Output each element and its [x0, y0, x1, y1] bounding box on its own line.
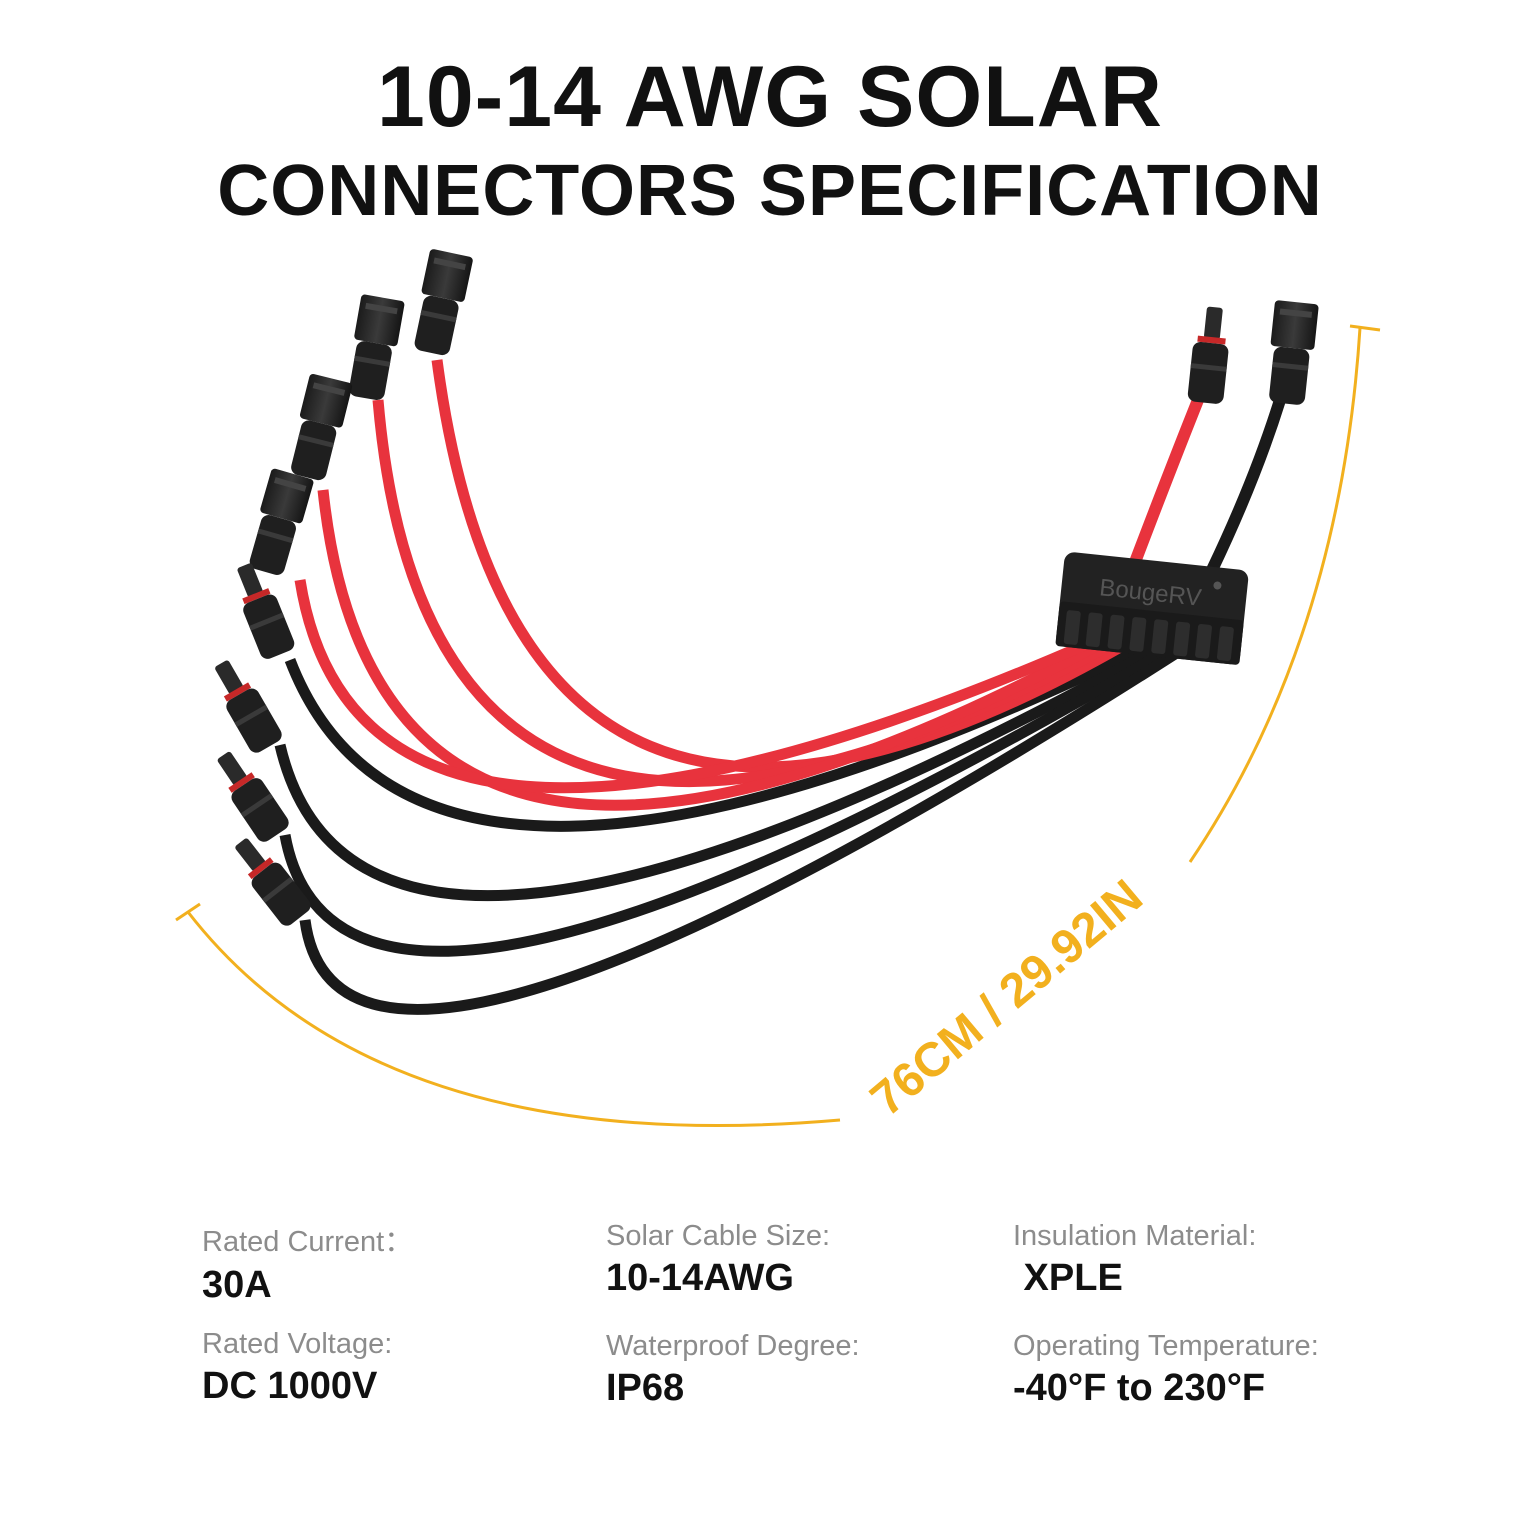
cable-illustration: 76CM / 29.92IN BougeRV — [175, 249, 1381, 1128]
dimension-tick-right — [1349, 324, 1381, 332]
female-connector-1 — [414, 249, 473, 356]
output-male-connector — [1187, 306, 1229, 404]
spec-rated-current: Rated Current： 30A — [202, 1218, 413, 1307]
male-connector-1 — [237, 563, 295, 659]
spec-label: Operating Temperature: — [1013, 1330, 1319, 1362]
spec-label: Rated Voltage: — [202, 1328, 393, 1360]
spec-label: Insulation Material: — [1013, 1220, 1257, 1252]
dimension-arc-lower — [186, 911, 841, 1128]
female-connector-2 — [349, 294, 405, 401]
dimension-label: 76CM / 29.92IN — [861, 870, 1153, 1127]
spec-label: Solar Cable Size: — [606, 1220, 831, 1252]
red-cable-3 — [317, 489, 1101, 811]
spec-waterproof-degree: Waterproof Degree: IP68 — [606, 1330, 860, 1410]
spec-solar-cable-size: Solar Cable Size: 10-14AWG — [606, 1220, 830, 1300]
black-output-cable — [1206, 398, 1286, 573]
spec-insulation-material: Insulation Material: XPLE — [1013, 1220, 1256, 1300]
title-line-1: 10-14 AWG SOLAR — [377, 49, 1163, 145]
spec-label: Waterproof Degree: — [606, 1330, 860, 1362]
dimension-tick-left — [175, 902, 201, 922]
red-cable-4 — [294, 579, 1088, 794]
dimension-arc-upper — [1188, 327, 1362, 863]
spec-value: DC 1000V — [202, 1365, 378, 1407]
male-connector-4 — [235, 838, 311, 926]
title-line-2: CONNECTORS SPECIFICATION — [217, 151, 1323, 231]
spec-value: 10-14AWG — [606, 1257, 794, 1299]
red-cable-1 — [431, 359, 1127, 773]
black-cable-3 — [279, 640, 1179, 957]
output-female-connector — [1269, 300, 1319, 405]
branch-box: BougeRV — [1055, 552, 1249, 665]
female-connector-3 — [291, 373, 353, 481]
red-output-cable — [1126, 392, 1206, 573]
male-connector-2 — [215, 660, 282, 753]
spec-value: IP68 — [606, 1367, 685, 1409]
black-cable-2 — [274, 640, 1166, 902]
spec-value: XPLE — [1013, 1257, 1123, 1299]
male-connector-3 — [217, 751, 289, 842]
spec-label: Rated Current： — [202, 1226, 414, 1258]
spec-rated-voltage: Rated Voltage: DC 1000V — [202, 1328, 392, 1408]
spec-value: -40°F to 230°F — [1013, 1367, 1266, 1409]
spec-value: 30A — [202, 1264, 272, 1306]
spec-operating-temperature: Operating Temperature: -40°F to 230°F — [1013, 1330, 1319, 1410]
black-cable-4 — [299, 640, 1192, 1015]
female-connector-4 — [249, 468, 314, 575]
